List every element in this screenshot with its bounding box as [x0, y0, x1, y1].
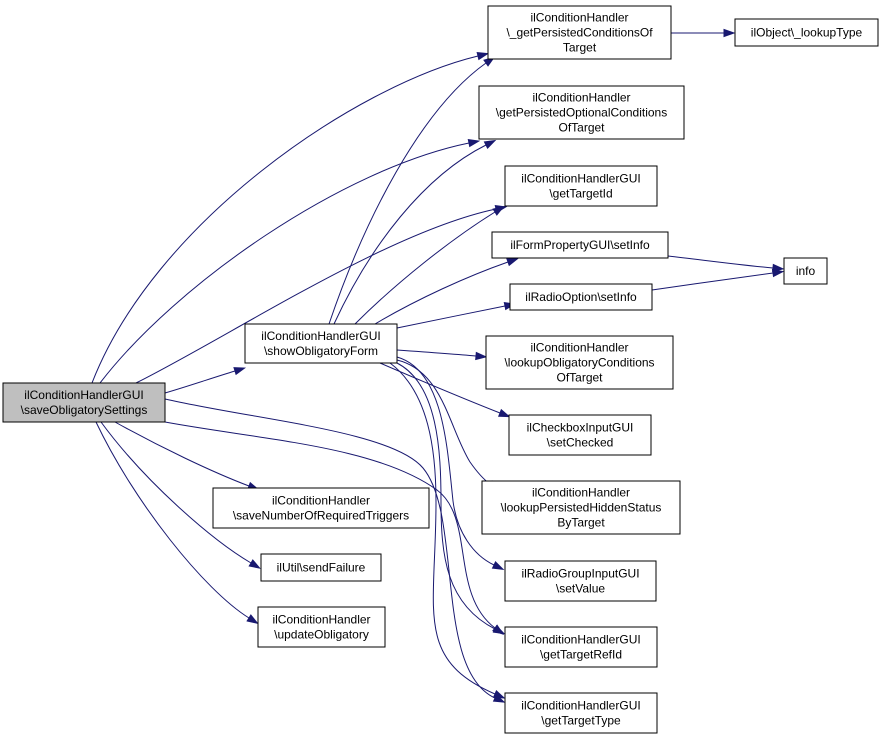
node-show[interactable]: ilConditionHandlerGUI\showObligatoryForm [244, 323, 398, 364]
node-label: OfTarget [556, 371, 603, 385]
node-gtt[interactable]: ilConditionHandlerGUI\getTargetType [504, 692, 658, 734]
node-label: ilObject\_lookupType [751, 26, 863, 40]
node-rgsv[interactable]: ilRadioGroupInputGUI\setValue [504, 560, 657, 602]
node-label: Target [563, 41, 597, 55]
edge-show-to-lphs [396, 359, 500, 491]
function-nodes: ilConditionHandlerGUI\saveObligatorySett… [2, 5, 879, 734]
node-snrt[interactable]: ilConditionHandler\saveNumberOfRequiredT… [212, 487, 430, 529]
edge-show-to-loc [396, 349, 488, 361]
edge-fpsi-to-info [667, 255, 785, 273]
node-label: ilFormPropertyGUI\setInfo [510, 238, 650, 252]
node-label: ilUtil\sendFailure [277, 561, 366, 575]
node-label: \getTargetRefId [540, 648, 622, 662]
node-label: ilRadioGroupInputGUI [521, 567, 639, 581]
node-label: \lookupPersistedHiddenStatus [501, 501, 662, 515]
edge-root-to-show [164, 367, 247, 394]
node-label: OfTarget [558, 121, 605, 135]
node-lookup[interactable]: ilObject\_lookupType [734, 18, 879, 47]
node-label: \showObligatoryForm [264, 344, 378, 358]
edge-show-to-rosi [396, 301, 517, 329]
node-rosi[interactable]: ilRadioOption\setInfo [509, 283, 653, 311]
node-label: ilConditionHandlerGUI [521, 633, 640, 647]
node-label: ilRadioOption\setInfo [525, 290, 637, 304]
node-gtrid[interactable]: ilConditionHandlerGUI\getTargetRefId [504, 626, 658, 668]
node-label: \setValue [556, 582, 605, 596]
node-label: \updateObligatory [274, 628, 369, 642]
node-loc[interactable]: ilConditionHandler\lookupObligatoryCondi… [485, 335, 674, 390]
edge-show-to-fpsi [374, 258, 519, 325]
node-label: \getTargetId [549, 187, 612, 201]
node-label: ilConditionHandler [532, 91, 630, 105]
node-cbsc[interactable]: ilCheckboxInputGUI\setChecked [508, 414, 652, 456]
node-label: ilConditionHandlerGUI [261, 329, 380, 343]
node-label: ilConditionHandler [530, 341, 628, 355]
node-label: \getPersistedOptionalConditions [496, 106, 667, 120]
node-label: \saveObligatorySettings [21, 403, 148, 417]
node-label: ilConditionHandlerGUI [24, 388, 143, 402]
node-fpsi[interactable]: ilFormPropertyGUI\setInfo [491, 231, 669, 259]
node-label: \_getPersistedConditionsOf [506, 26, 653, 40]
edge-show-to-gtrid [396, 362, 506, 635]
node-label: ilConditionHandler [272, 494, 370, 508]
edge-root-to-gtt [164, 398, 506, 703]
edge-root-to-gpc [91, 52, 490, 384]
edge-root-to-snrt [114, 421, 260, 491]
node-label: \setChecked [547, 436, 614, 450]
edge-show-to-gtid [354, 205, 505, 325]
node-label: \lookupObligatoryConditions [504, 356, 654, 370]
edge-show-to-rgsv [396, 356, 505, 570]
node-label: \saveNumberOfRequiredTriggers [233, 509, 409, 523]
node-gtid[interactable]: ilConditionHandlerGUI\getTargetId [504, 165, 658, 207]
node-root[interactable]: ilConditionHandlerGUI\saveObligatorySett… [2, 382, 166, 423]
node-label: ByTarget [557, 516, 605, 530]
node-label: ilConditionHandler [532, 486, 630, 500]
node-label: ilConditionHandlerGUI [521, 699, 640, 713]
edge-show-to-cbsc [379, 362, 511, 418]
node-label: ilConditionHandlerGUI [521, 172, 640, 186]
edge-show-to-gpc [328, 56, 496, 325]
node-label: ilConditionHandler [530, 11, 628, 25]
edge-show-to-gpoc [333, 139, 497, 325]
node-sf[interactable]: ilUtil\sendFailure [260, 553, 382, 582]
edge-root-to-gpoc [99, 138, 481, 384]
edge-gpc-to-lookup [671, 28, 736, 38]
node-info[interactable]: info [783, 257, 828, 285]
node-label: ilConditionHandler [272, 613, 370, 627]
node-gpc[interactable]: ilConditionHandler\_getPersistedConditio… [487, 5, 672, 60]
node-lphs[interactable]: ilConditionHandler\lookupPersistedHidden… [481, 480, 681, 535]
edge-root-to-sf [100, 421, 261, 569]
node-label: info [796, 264, 816, 278]
edge-show-to-gtt [389, 362, 506, 699]
node-label: \getTargetType [541, 714, 621, 728]
call-edges [91, 28, 785, 703]
node-uo[interactable]: ilConditionHandler\updateObligatory [257, 606, 386, 648]
edge-rosi-to-info [651, 268, 785, 291]
node-label: ilCheckboxInputGUI [527, 421, 634, 435]
node-gpoc[interactable]: ilConditionHandler\getPersistedOptionalC… [478, 85, 685, 140]
edge-root-to-uo [95, 421, 259, 625]
